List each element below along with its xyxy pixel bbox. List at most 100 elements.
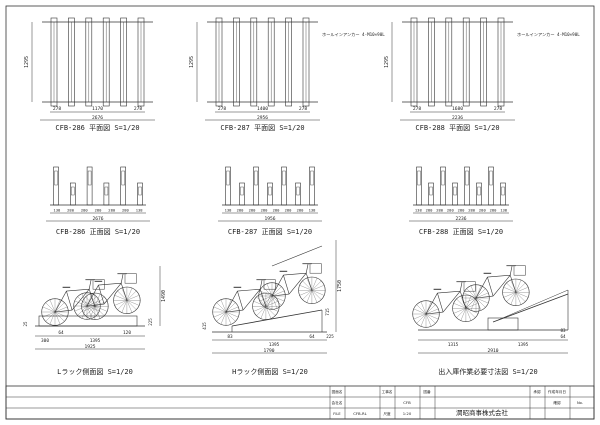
bike-basket <box>463 281 476 292</box>
bike-top-tube <box>283 272 307 276</box>
front-rack-post <box>86 166 93 206</box>
front-caption: CFB-288 正面図 S=1/20 <box>419 228 503 236</box>
front-spacing-label: 138 <box>136 208 144 213</box>
plan-slot <box>302 17 310 107</box>
plan-anchor-note: ホールインアンカー 4-M10×90L <box>517 32 580 38</box>
h-rack-upper-rail <box>271 245 323 267</box>
h-rack-dim-83: 83 <box>227 334 233 340</box>
plan-caption: CFB-287 平面図 S=1/20 <box>220 124 304 132</box>
front-spacing-label: 280 <box>458 208 466 213</box>
bike-seat-tube <box>487 277 494 297</box>
bike-down-tube <box>442 291 461 313</box>
plan-dim-total: 2236 <box>452 115 463 121</box>
bike-basket <box>513 265 526 276</box>
front-rack-post <box>476 182 482 206</box>
bike-chainstay <box>425 311 444 315</box>
plan-slot <box>137 17 145 107</box>
plan-dim-center: 1400 <box>257 106 268 112</box>
clearance-ramp-rail <box>497 289 569 321</box>
front-spacing-label: 280 <box>237 208 245 213</box>
bike-top-tube <box>237 288 261 292</box>
l-rack-dim-225: 225 <box>148 318 153 326</box>
front-spacing-label: 280 <box>468 208 476 213</box>
l-rack-dim-120: 120 <box>123 330 131 336</box>
front-rack-slot <box>441 170 445 186</box>
plan-dim-right: 278 <box>299 106 308 112</box>
bike-top-tube <box>66 288 90 292</box>
plan-dim-center: 1680 <box>452 106 463 112</box>
clearance-bike-out <box>412 281 480 328</box>
plan-dim-left: 278 <box>413 106 422 112</box>
title-block-check: 確認 <box>553 400 561 405</box>
bike-fork <box>305 273 313 291</box>
front-rack-slot <box>121 170 125 186</box>
plan-dim-total: 2676 <box>92 115 103 121</box>
title-block-file-value: CFB-RL <box>353 411 367 416</box>
front-total-label: 2236 <box>455 216 466 222</box>
clearance-dim-1395: 1395 <box>518 342 529 348</box>
front-spacing-label: 280 <box>426 208 434 213</box>
plan-dim-right: 278 <box>494 106 503 112</box>
title-block-label: 承認 <box>533 389 541 394</box>
l-rack-height-label: 1490 <box>161 290 167 302</box>
front-rack-slot <box>254 170 258 186</box>
front-rack-post <box>428 182 434 206</box>
front-rack-post <box>309 166 315 206</box>
clearance-rack-frame <box>487 317 519 331</box>
clearance-bike-in <box>462 265 530 312</box>
clearance-dim-64: 64 <box>560 334 566 339</box>
title-block-label: Nо. <box>577 401 583 405</box>
clearance-ramp <box>492 293 569 323</box>
bike-seat-tube <box>237 291 244 311</box>
front-rack-post <box>70 182 76 206</box>
bike-stem <box>259 279 263 290</box>
front-rack-post <box>103 182 110 206</box>
front-spacing-label: 280 <box>67 208 75 213</box>
l-rack-dim-64: 64 <box>58 330 64 336</box>
l-rack-dim-25: 25 <box>23 321 28 327</box>
front-rack-post <box>225 166 231 206</box>
front-rack-slot <box>282 170 286 186</box>
bike-chainstay <box>271 293 290 297</box>
front-rack-slot <box>240 186 244 196</box>
front-spacing-label: 138 <box>225 208 233 213</box>
bike-stem <box>305 263 309 274</box>
plan-slot <box>267 17 275 107</box>
bike-seat-stay <box>54 290 67 313</box>
front-rack-post <box>239 182 245 206</box>
h-rack-dim-total: 1790 <box>263 348 274 354</box>
front-spacing-label: 280 <box>285 208 293 213</box>
plan-slot <box>50 17 58 107</box>
bike-seat-stay <box>475 276 488 299</box>
title-block-label: 図番 <box>423 389 431 394</box>
bike-fork <box>120 283 128 301</box>
front-spacing-label: 280 <box>81 208 89 213</box>
bike-seat-stay <box>425 292 438 315</box>
l-rack-dim-1395: 1395 <box>90 338 101 344</box>
front-spacing-label: 280 <box>447 208 455 213</box>
plan-slot <box>250 17 258 107</box>
front-spacing-label: 138 <box>500 208 508 213</box>
bike-basket <box>309 263 322 274</box>
plan-dim-left: 278 <box>218 106 227 112</box>
clearance-caption: 出入庫作業必要寸法図 S=1/20 <box>438 367 538 376</box>
plan-slot <box>233 17 240 107</box>
title-block-frame <box>5 385 595 420</box>
front-rack-slot <box>104 186 109 196</box>
bike-stem <box>509 265 513 276</box>
bike-seat-tube <box>437 293 444 313</box>
title-block-label: 図面名 <box>332 389 343 394</box>
plan-dim-center: 1170 <box>92 106 103 112</box>
title-block-label: 尺度 <box>383 411 391 416</box>
plan-slot <box>480 17 487 107</box>
bike-seat-stay <box>225 290 238 313</box>
plan-dim-total: 2956 <box>257 115 268 121</box>
front-rack-post <box>253 166 259 206</box>
h-rack-bike-lower <box>212 279 280 326</box>
